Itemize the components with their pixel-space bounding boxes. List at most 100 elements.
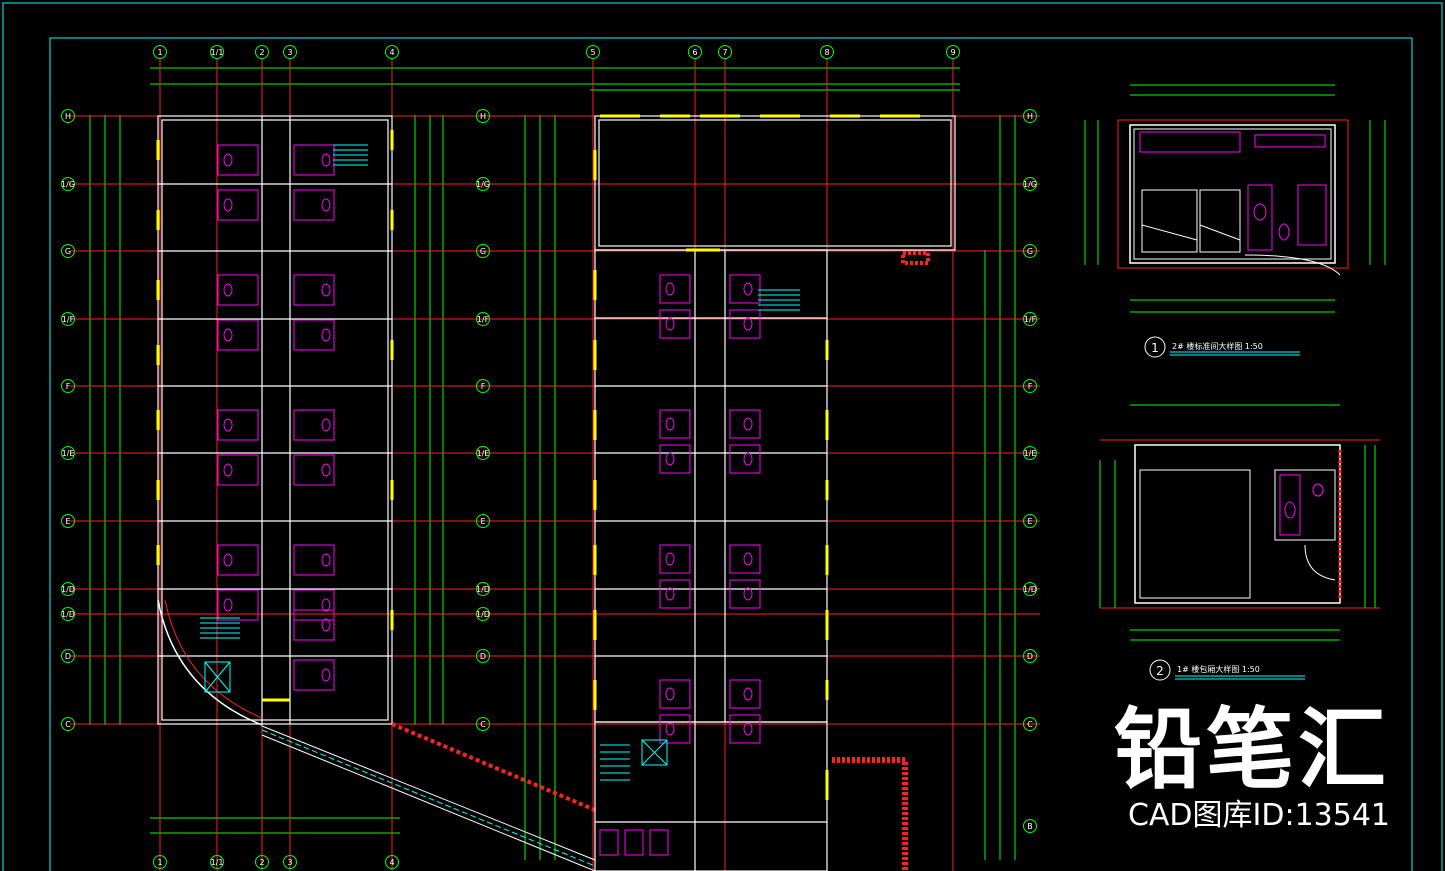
svg-text:C: C (480, 720, 486, 729)
grid-bubble-bottom: 4 (385, 855, 399, 869)
svg-text:1/1: 1/1 (211, 48, 224, 57)
svg-text:1/E: 1/E (1024, 449, 1037, 458)
svg-text:3: 3 (287, 858, 292, 867)
svg-text:1: 1 (157, 858, 162, 867)
grid-bubble-middle: C (476, 717, 490, 731)
grid-bubble-middle: D (476, 649, 490, 663)
grid-bubble-left: E (61, 514, 75, 528)
detail-2-bubble (1149, 659, 1171, 681)
grid-bubbles-bottom: 1 1/1 2 3 4 (153, 855, 399, 869)
grid-bubble-left: C (61, 717, 75, 731)
detail-1-title: 2# 楼标准间大样图 1:50 (1172, 341, 1263, 351)
svg-text:2: 2 (259, 48, 264, 57)
grid-bubble-right: F (1023, 379, 1037, 393)
grid-bubble-top: 4 (385, 45, 399, 59)
curved-entrance-wall-inner (164, 599, 263, 719)
svg-text:1/D: 1/D (476, 610, 490, 619)
watermark-brand-name: 铅笔汇 (1113, 698, 1390, 801)
svg-text:D: D (480, 652, 486, 661)
svg-text:1/F: 1/F (62, 315, 75, 324)
grid-bubble-left: 1/D (61, 582, 75, 596)
grid-bubble-top: 3 (283, 45, 297, 59)
grid-bubble-middle: 1/E (476, 446, 490, 460)
grid-bubbles-left: H 1/G G 1/F F 1/E E 1/D 1/D D C (61, 109, 75, 731)
grid-bubble-bottom: 2 (255, 855, 269, 869)
svg-text:B: B (1027, 822, 1033, 831)
svg-text:G: G (65, 247, 71, 256)
svg-text:1/E: 1/E (62, 449, 75, 458)
top-dimension-chains (150, 67, 960, 834)
detail-1-number: 1 (1151, 341, 1159, 355)
grid-bubble-right: E (1023, 514, 1037, 528)
grid-bubble-right: 1/G (1023, 177, 1037, 191)
grid-bubble-left: 1/D (61, 607, 75, 621)
grid-bubble-left: 1/G (61, 177, 75, 191)
svg-text:7: 7 (722, 48, 727, 57)
svg-text:2: 2 (259, 858, 264, 867)
grid-bubble-top: 1 (153, 45, 167, 59)
detail-1-bubble (1144, 336, 1166, 358)
svg-text:4: 4 (389, 858, 394, 867)
grid-bubble-right: 1/E (1023, 446, 1037, 460)
detail-2-private-room: 2 1# 楼包厢大样图 1:50 (1099, 404, 1380, 681)
grid-bubble-middle: 1/G (476, 177, 490, 191)
grid-bubble-left: G (61, 244, 75, 258)
grid-bubble-right: D (1023, 649, 1037, 663)
svg-text:E: E (480, 517, 485, 526)
left-stair-bottom (200, 617, 240, 693)
grid-bubble-right: 1/D (1023, 582, 1037, 596)
left-stair-top (333, 144, 368, 166)
grid-bubble-top: 7 (718, 45, 732, 59)
grid-bubble-bottom: 1/1 (210, 855, 224, 869)
svg-text:6: 6 (692, 48, 697, 57)
right-wing-bathrooms (599, 274, 761, 856)
svg-text:E: E (65, 517, 70, 526)
svg-text:F: F (66, 382, 71, 391)
right-stair-top (758, 289, 800, 311)
curved-entrance-wall (157, 599, 263, 726)
grid-bubble-right: 1/F (1023, 312, 1037, 326)
svg-text:1/D: 1/D (61, 585, 75, 594)
diagonal-ramp (261, 722, 596, 871)
grid-bubbles-right: H 1/G G 1/F F 1/E E 1/D D C B (1023, 109, 1037, 833)
svg-text:H: H (65, 112, 71, 121)
grid-bubble-right: H (1023, 109, 1037, 123)
grid-bubble-middle: E (476, 514, 490, 528)
grid-bubble-top: 1/1 (210, 45, 224, 59)
grid-bubbles-middle: H1/GG1/FF1/EE1/D1/DDC (476, 109, 490, 731)
svg-text:1/G: 1/G (476, 180, 490, 189)
watermark-cad-id: CAD图库ID:13541 (1127, 798, 1390, 833)
grid-bubble-middle: G (476, 244, 490, 258)
grid-bubble-middle: F (476, 379, 490, 393)
sheet-frame-inner (49, 37, 1413, 871)
svg-text:1/1: 1/1 (211, 858, 224, 867)
svg-text:1/D: 1/D (476, 585, 490, 594)
grid-bubble-middle: 1/D (476, 582, 490, 596)
grid-bubble-top: 6 (688, 45, 702, 59)
svg-text:1/F: 1/F (1024, 315, 1037, 324)
grid-bubble-right: C (1023, 717, 1037, 731)
svg-text:5: 5 (590, 48, 595, 57)
grid-bubble-right: B (1023, 819, 1037, 833)
svg-text:F: F (1028, 382, 1033, 391)
grid-bubble-right: G (1023, 244, 1037, 258)
right-stair-bottom (600, 739, 668, 781)
svg-text:H: H (1027, 112, 1033, 121)
grid-bubble-left: D (61, 649, 75, 663)
svg-text:8: 8 (824, 48, 829, 57)
detail-2-title: 1# 楼包厢大样图 1:50 (1177, 664, 1260, 674)
grid-bubble-left: F (61, 379, 75, 393)
grid-bubble-top: 8 (820, 45, 834, 59)
left-wing-walls (157, 115, 393, 725)
svg-text:1/F: 1/F (477, 315, 490, 324)
svg-text:1/D: 1/D (61, 610, 75, 619)
svg-text:1/E: 1/E (477, 449, 490, 458)
svg-text:1/D: 1/D (1023, 585, 1037, 594)
svg-text:E: E (1027, 517, 1032, 526)
left-wing-bathrooms (217, 144, 335, 691)
grid-bubble-bottom: 1 (153, 855, 167, 869)
grid-bubble-left: 1/F (61, 312, 75, 326)
svg-text:G: G (1027, 247, 1033, 256)
